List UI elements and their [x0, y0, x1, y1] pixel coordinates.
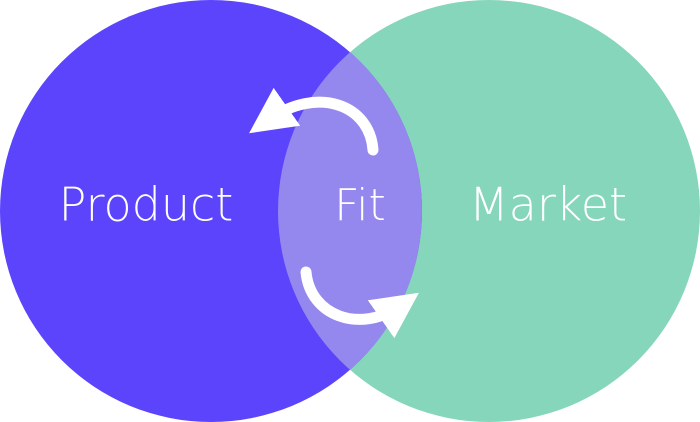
- market-label: Market: [469, 178, 627, 232]
- bottom-curved-arrow-icon: [300, 266, 419, 339]
- fit-label: Fit: [334, 180, 386, 231]
- top-curved-arrow-icon: [249, 87, 379, 156]
- product-label: Product: [59, 178, 234, 232]
